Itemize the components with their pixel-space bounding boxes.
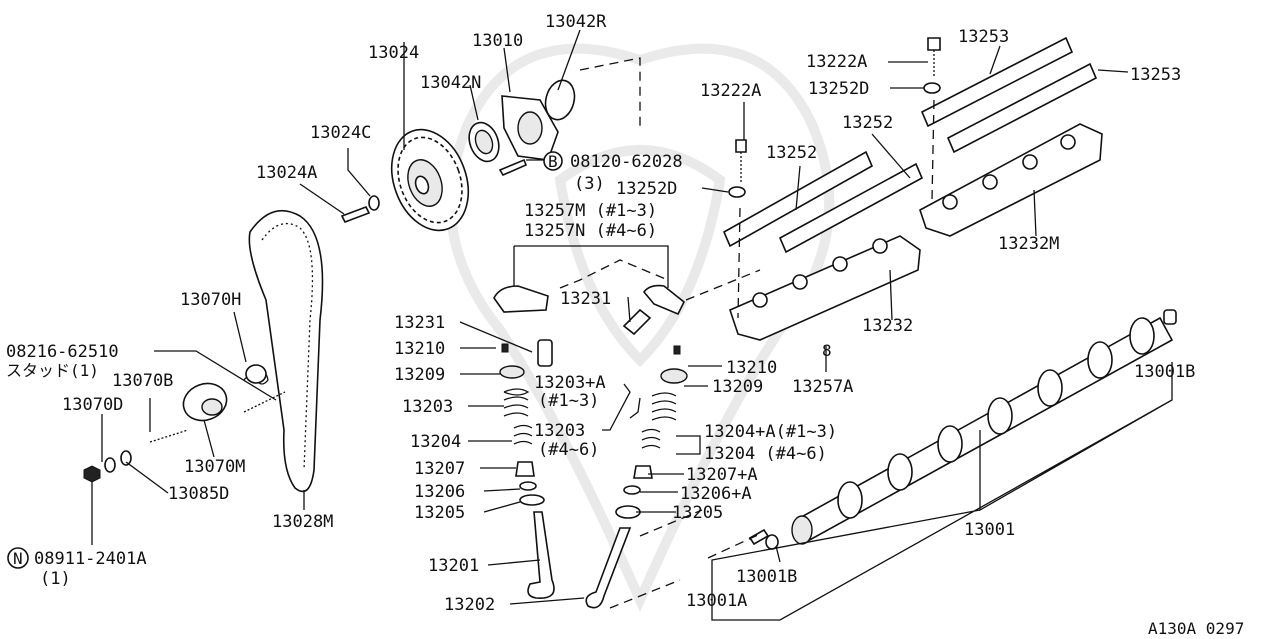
dashed-reference-lines: [559, 57, 935, 609]
cam-bracket-13232m: [919, 123, 1103, 237]
label-13001: 13001: [964, 520, 1015, 540]
label-13070d: 13070D: [62, 395, 123, 415]
label-13207a: 13207+A: [686, 465, 758, 485]
label-bolt-b: 08120-62028: [570, 152, 683, 172]
camshaft-plug: [1163, 309, 1177, 325]
label-13201: 13201: [428, 556, 479, 576]
rocker-shaft-13252-b: [778, 162, 924, 254]
label-13210-l: 13210: [394, 339, 445, 359]
housing-o-ring: [544, 79, 576, 121]
rocker-shaft-13252-a: [722, 150, 874, 248]
watermark-emblem: [445, 43, 835, 613]
diagram-code: A130A 0297: [1148, 619, 1244, 638]
lash-adjuster-right: [622, 308, 652, 336]
label-13070m: 13070M: [184, 457, 245, 477]
label-13203a: 13203+A: [534, 373, 606, 393]
label-13253-2: 13253: [1130, 65, 1181, 85]
housing-bolt: [498, 158, 528, 177]
label-13222a-2: 13222A: [806, 52, 867, 72]
label-13203b: 13203: [534, 421, 585, 441]
label-13252d-2: 13252D: [808, 79, 869, 99]
label-13042n: 13042N: [420, 73, 481, 93]
label-13207: 13207: [414, 459, 465, 479]
shaft-bolt-2: [923, 37, 941, 94]
label-13205-r: 13205: [672, 503, 723, 523]
label-13024c: 13024C: [310, 123, 371, 143]
pulley-bolt: [340, 195, 380, 224]
label-13203a-note: (#1~3): [538, 391, 599, 411]
label-13070h: 13070H: [180, 290, 241, 310]
camshaft-pin: [748, 528, 779, 550]
label-stud-note: スタッド(1): [6, 361, 99, 380]
label-13257m: 13257M (#1~3): [524, 201, 657, 221]
label-13204b: 13204 (#4~6): [704, 444, 827, 464]
tensioner-spring: [243, 364, 269, 385]
label-13205-l: 13205: [414, 503, 465, 523]
label-13070b: 13070B: [112, 371, 173, 391]
label-13209-r: 13209: [712, 377, 763, 397]
label-13232m: 13232M: [998, 234, 1059, 254]
lash-adjuster-left: [537, 339, 553, 367]
timing-belt: [248, 209, 324, 493]
marker-b-circle: [543, 151, 563, 171]
cam-pulley: [390, 128, 470, 232]
rocker-arm-right: [642, 284, 686, 316]
label-13253-1: 13253: [958, 27, 1009, 47]
rocker-shaft-13253-a: [920, 36, 1074, 128]
label-13010: 13010: [472, 31, 523, 51]
label-13231-l: 13231: [394, 313, 445, 333]
cam-bracket-13232: [729, 235, 921, 341]
label-nut-n: 08911-2401A: [34, 549, 147, 569]
label-13257n: 13257N (#4~6): [524, 221, 657, 241]
label-13001b-bot: 13001B: [736, 567, 797, 587]
label-bolt-b-qty: (3): [574, 174, 605, 194]
label-13210-r: 13210: [726, 358, 777, 378]
label-13232: 13232: [862, 316, 913, 336]
label-13257a: 13257A: [792, 377, 853, 397]
label-13203: 13203: [402, 397, 453, 417]
label-13202: 13202: [444, 595, 495, 615]
label-13001b-top: 13001B: [1134, 362, 1195, 382]
valve-train-left: [499, 343, 555, 599]
label-nut-n-qty: (1): [40, 569, 71, 589]
marker-n-circle: [7, 547, 29, 569]
leader-lines: [91, 29, 1173, 621]
label-13252-1: 13252: [766, 143, 817, 163]
label-13024a: 13024A: [256, 163, 317, 183]
label-13206a: 13206+A: [680, 484, 752, 504]
tensioner-bolt: [149, 429, 189, 443]
marker-b: B: [548, 152, 558, 171]
rocker-shaft-13253-b: [946, 62, 1098, 154]
washers: [83, 450, 132, 483]
label-13252d-1: 13252D: [616, 179, 677, 199]
label-13222a-1: 13222A: [700, 81, 761, 101]
shaft-bolt-1: [728, 139, 747, 198]
label-13209-l: 13209: [394, 365, 445, 385]
tensioner-pulley: [182, 382, 228, 422]
label-13252-2: 13252: [842, 113, 893, 133]
label-13204: 13204: [410, 432, 461, 452]
label-stud: 08216-62510: [6, 342, 119, 362]
label-13001a: 13001A: [686, 591, 747, 611]
label-13085d: 13085D: [168, 484, 229, 504]
label-13028m: 13028M: [272, 512, 333, 532]
label-13024: 13024: [368, 43, 419, 63]
marker-n: N: [13, 549, 23, 568]
camshaft: [791, 316, 1174, 545]
valve-train-right: [585, 345, 688, 609]
label-13204a: 13204+A(#1~3): [704, 422, 837, 442]
label-13042r: 13042R: [545, 12, 607, 32]
rocker-arm-left: [493, 285, 549, 313]
label-13203b-note: (#4~6): [538, 440, 599, 460]
label-13206: 13206: [414, 482, 465, 502]
label-13231-r: 13231: [560, 289, 611, 309]
cam-seal: [468, 121, 500, 163]
marker-a: 8: [822, 341, 832, 360]
